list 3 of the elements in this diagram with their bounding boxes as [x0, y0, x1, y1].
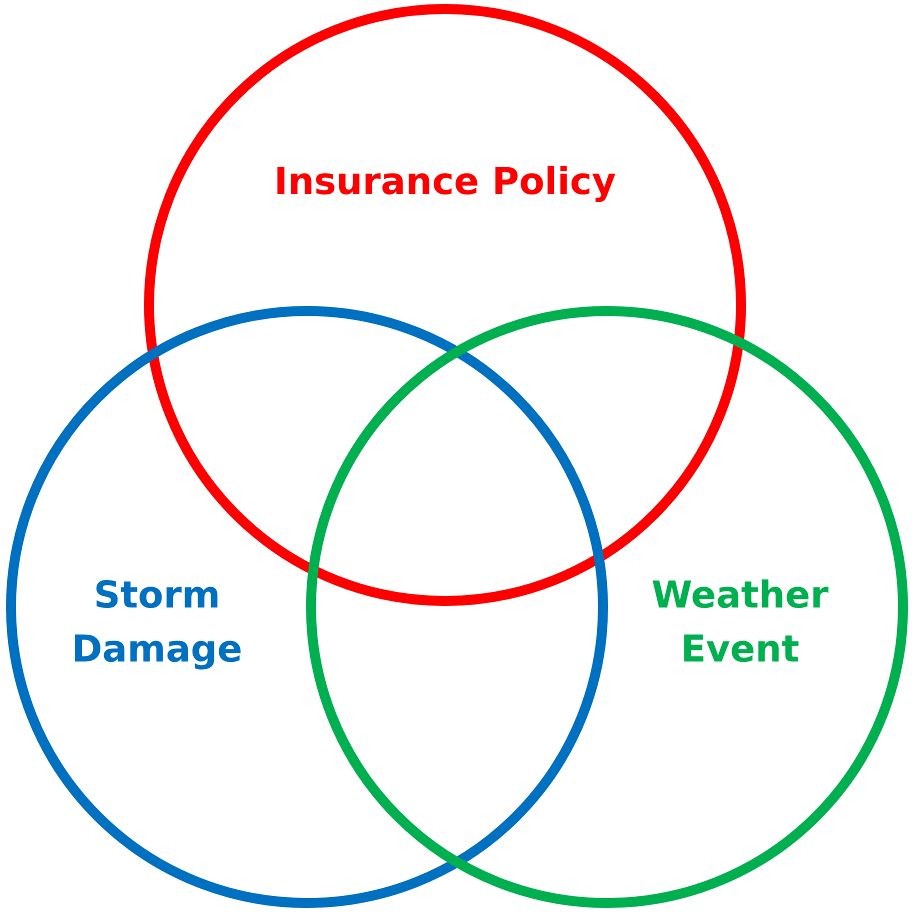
set-label: Storm Damage	[70, 572, 244, 672]
set-label: Insurance Policy	[273, 159, 617, 206]
set-label: Weather Event	[650, 572, 830, 672]
